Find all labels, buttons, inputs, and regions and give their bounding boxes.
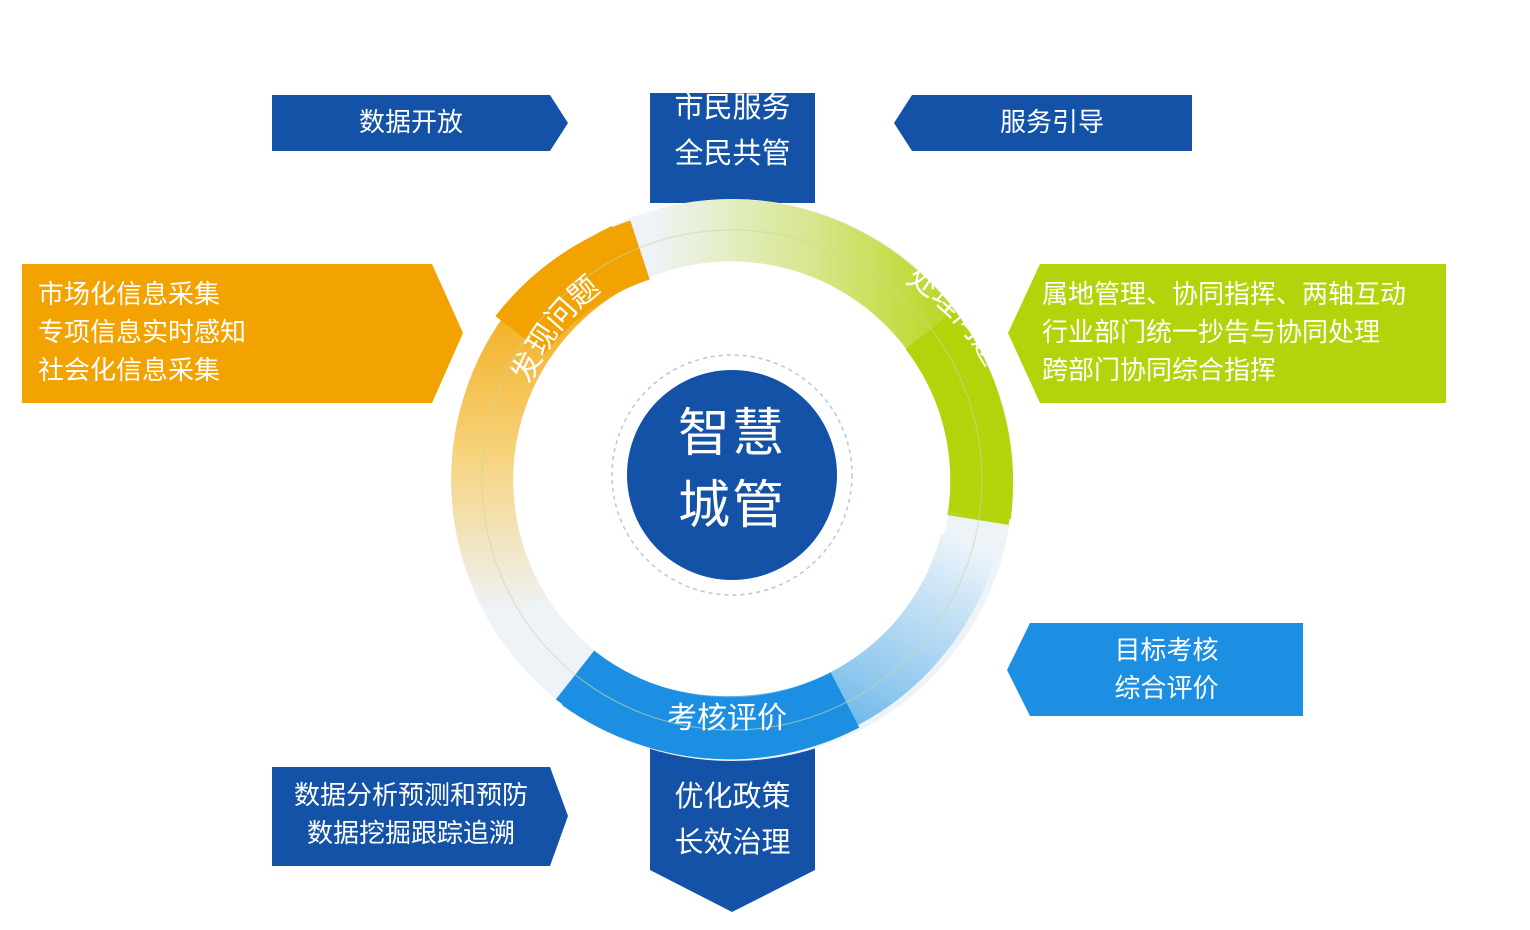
core-circle xyxy=(627,370,837,580)
citizen-column xyxy=(650,93,815,203)
policy-column xyxy=(650,740,815,912)
command-box xyxy=(1008,264,1446,403)
assessment-box xyxy=(1007,623,1303,716)
core-title-2: 城管 xyxy=(677,476,786,536)
core-title-1: 智慧 xyxy=(677,404,786,464)
policy-line-1: 优化政策 xyxy=(674,779,791,813)
service-guide-box xyxy=(894,95,1192,151)
command-line-1: 属地管理、协同指挥、两轴互动 xyxy=(1042,280,1407,310)
analysis-line-2: 数据挖掘跟踪追溯 xyxy=(306,819,515,849)
citizen-line-2: 全民共管 xyxy=(674,136,791,170)
analysis-line-1: 数据分析预测和预防 xyxy=(293,781,528,811)
collect-line-3: 社会化信息采集 xyxy=(38,356,221,386)
command-line-2: 行业部门统一抄告与协同处理 xyxy=(1042,318,1381,348)
assessment-line-2: 综合评价 xyxy=(1114,674,1219,704)
collect-box xyxy=(22,264,463,403)
label-evaluate: 考核评价 xyxy=(667,701,787,736)
service-guide-label: 服务引导 xyxy=(999,108,1104,138)
collect-line-2: 专项信息实时感知 xyxy=(38,318,247,348)
core-dashed-ring xyxy=(611,354,853,596)
command-line-3: 跨部门协同综合指挥 xyxy=(1042,356,1277,386)
ring-guide xyxy=(481,229,983,731)
data-open-label: 数据开放 xyxy=(358,108,463,138)
analysis-box xyxy=(272,767,568,866)
citizen-line-1: 市民服务 xyxy=(674,90,791,124)
data-open-box xyxy=(272,95,568,151)
policy-line-2: 长效治理 xyxy=(674,825,791,859)
ring-accent-orange xyxy=(495,220,651,355)
collect-line-1: 市场化信息采集 xyxy=(38,280,221,310)
assessment-line-1: 目标考核 xyxy=(1114,636,1219,666)
